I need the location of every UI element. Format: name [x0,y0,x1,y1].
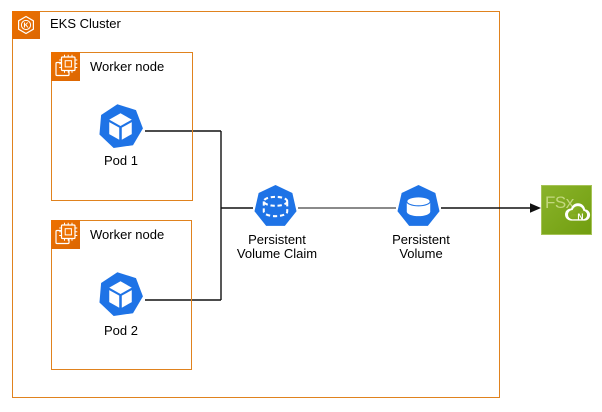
pod-1-label: Pod 1 [104,153,138,168]
persistent-volume-claim-label: Persistent Volume Claim [236,232,318,261]
persistent-volume-label: Persistent Volume [392,232,450,261]
eks-cluster-icon: K [12,11,40,39]
worker-node-1-box [51,52,193,201]
persistent-volume-claim-icon [253,184,298,229]
worker-node-icon [51,52,80,81]
netapp-cloud-icon: N [565,203,591,222]
worker-node-2-label: Worker node [90,227,165,242]
svg-text:FSx: FSx [545,193,575,212]
eks-cluster-label: EKS Cluster [50,16,121,31]
persistent-volume-icon [396,184,441,229]
fsx-netapp-ontap-icon: FSx N [541,185,592,235]
pod-1-icon [97,103,144,150]
worker-node-2-box [51,220,192,370]
pod-2-label: Pod 2 [104,323,138,338]
svg-text:N: N [577,212,583,222]
arrowhead-icon [530,203,541,213]
worker-node-1-label: Worker node [90,59,165,74]
worker-node-icon [51,220,80,249]
pod-2-icon [97,271,144,318]
eks-cluster-box [12,11,500,398]
svg-text:K: K [23,23,28,30]
